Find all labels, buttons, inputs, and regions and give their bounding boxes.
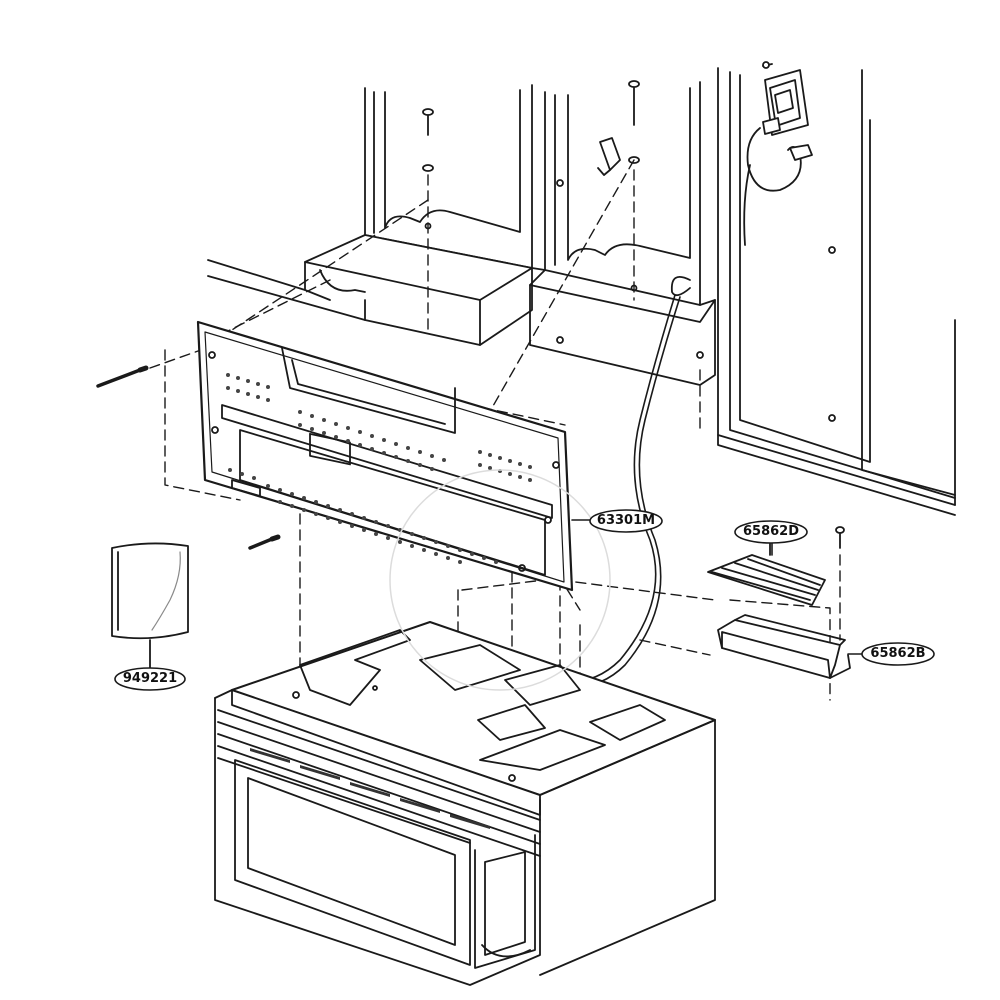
callout-leaders — [114, 509, 935, 691]
callout-65862D[interactable]: 65862D — [742, 524, 800, 539]
plate-hole-pattern — [226, 373, 532, 564]
mounting-screws — [96, 80, 845, 550]
callout-949221[interactable]: 949221 — [122, 671, 178, 686]
mounting-plate — [196, 320, 574, 592]
callout-63301M[interactable]: 63301M — [596, 513, 656, 528]
microwave-grille-slots — [250, 748, 490, 829]
damper-parts — [707, 539, 851, 679]
hardware-bag — [111, 542, 189, 669]
wall-cabinets — [207, 61, 956, 516]
microwave-oven — [214, 621, 716, 986]
callout-65862B[interactable]: 65862B — [870, 646, 926, 661]
watermark-logo — [389, 469, 611, 691]
